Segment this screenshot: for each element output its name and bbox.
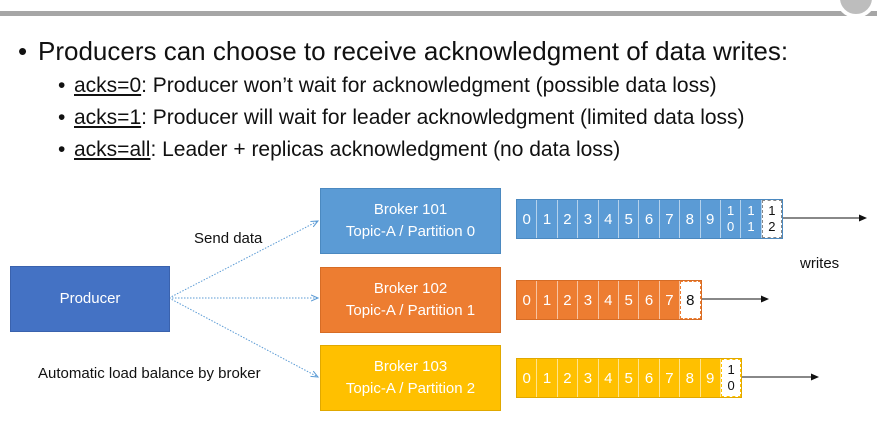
offset-cell: 6: [639, 200, 660, 238]
broker-103-name: Broker 103: [373, 358, 448, 375]
offset-cell: 2: [558, 281, 579, 319]
broker-103-partition: Topic-A / Partition 2: [345, 380, 476, 397]
bullet-acks-all: •acks=all: Leader + replicas acknowledgm…: [58, 138, 621, 161]
offset-cell: 4: [599, 281, 619, 319]
send-data-label: Send data: [194, 230, 263, 247]
acks-1-text: : Producer will wait for leader acknowle…: [141, 106, 745, 129]
offset-cell: 3: [578, 359, 599, 397]
broker-101-name: Broker 101: [373, 201, 448, 218]
broker-102-box: Broker 102 Topic-A / Partition 1: [320, 267, 501, 333]
acks-all-text: : Leader + replicas acknowledgment (no d…: [150, 138, 621, 161]
offset-cell: 3: [578, 281, 599, 319]
arrow-to-broker-101: [168, 221, 318, 299]
broker-103-box: Broker 103 Topic-A / Partition 2: [320, 345, 501, 411]
arrow-to-broker-103: [168, 297, 318, 377]
offset-cell: 8: [680, 200, 701, 238]
offset-cell: 4: [599, 200, 619, 238]
broker-102-partition: Topic-A / Partition 1: [345, 302, 476, 319]
offset-cell: 0: [517, 281, 538, 319]
bullet-acks-1: •acks=1: Producer will wait for leader a…: [58, 106, 745, 129]
offset-cell: 2: [558, 359, 579, 397]
acks-1-key: acks=1: [74, 106, 142, 129]
acks-0-text: : Producer won’t wait for acknowledgment…: [141, 74, 717, 97]
title-bar-rule: [0, 11, 877, 16]
offset-cell: 1: [537, 359, 558, 397]
offset-cell: 0: [517, 359, 538, 397]
offset-cell: 0: [517, 200, 538, 238]
bullet-main: •Producers can choose to receive acknowl…: [18, 36, 789, 66]
load-balance-label: Automatic load balance by broker: [38, 365, 261, 382]
offset-cell: 1: [537, 200, 558, 238]
offset-cell: 3: [578, 200, 599, 238]
acks-all-key: acks=all: [74, 138, 151, 161]
broker-102-name: Broker 102: [373, 280, 448, 297]
offset-cell: 5: [619, 281, 640, 319]
offset-cell: 9: [701, 359, 721, 397]
offset-cell: 1: [537, 281, 558, 319]
broker-101-box: Broker 101 Topic-A / Partition 0: [320, 188, 501, 254]
offset-cell: 7: [660, 200, 681, 238]
pending-offset-cell: 8: [680, 281, 701, 319]
offset-cell: 5: [619, 359, 640, 397]
offset-cell: 6: [639, 281, 660, 319]
offset-cell: 4: [599, 359, 619, 397]
producer-label: Producer: [59, 290, 121, 307]
offset-cell: 8: [680, 359, 701, 397]
producer-box: Producer: [10, 266, 170, 332]
offset-cell: 2: [558, 200, 579, 238]
bullet-main-text: Producers can choose to receive acknowle…: [38, 36, 789, 66]
acks-0-key: acks=0: [74, 74, 142, 97]
writes-label: writes: [800, 255, 840, 272]
offset-cell: 7: [660, 281, 681, 319]
broker-101-partition: Topic-A / Partition 0: [345, 223, 476, 240]
offset-cell: 7: [660, 359, 681, 397]
offset-cell: 9: [701, 200, 721, 238]
bullet-acks-0: •acks=0: Producer won’t wait for acknowl…: [58, 74, 717, 97]
offset-cell: 6: [639, 359, 660, 397]
offset-cell: 5: [619, 200, 640, 238]
